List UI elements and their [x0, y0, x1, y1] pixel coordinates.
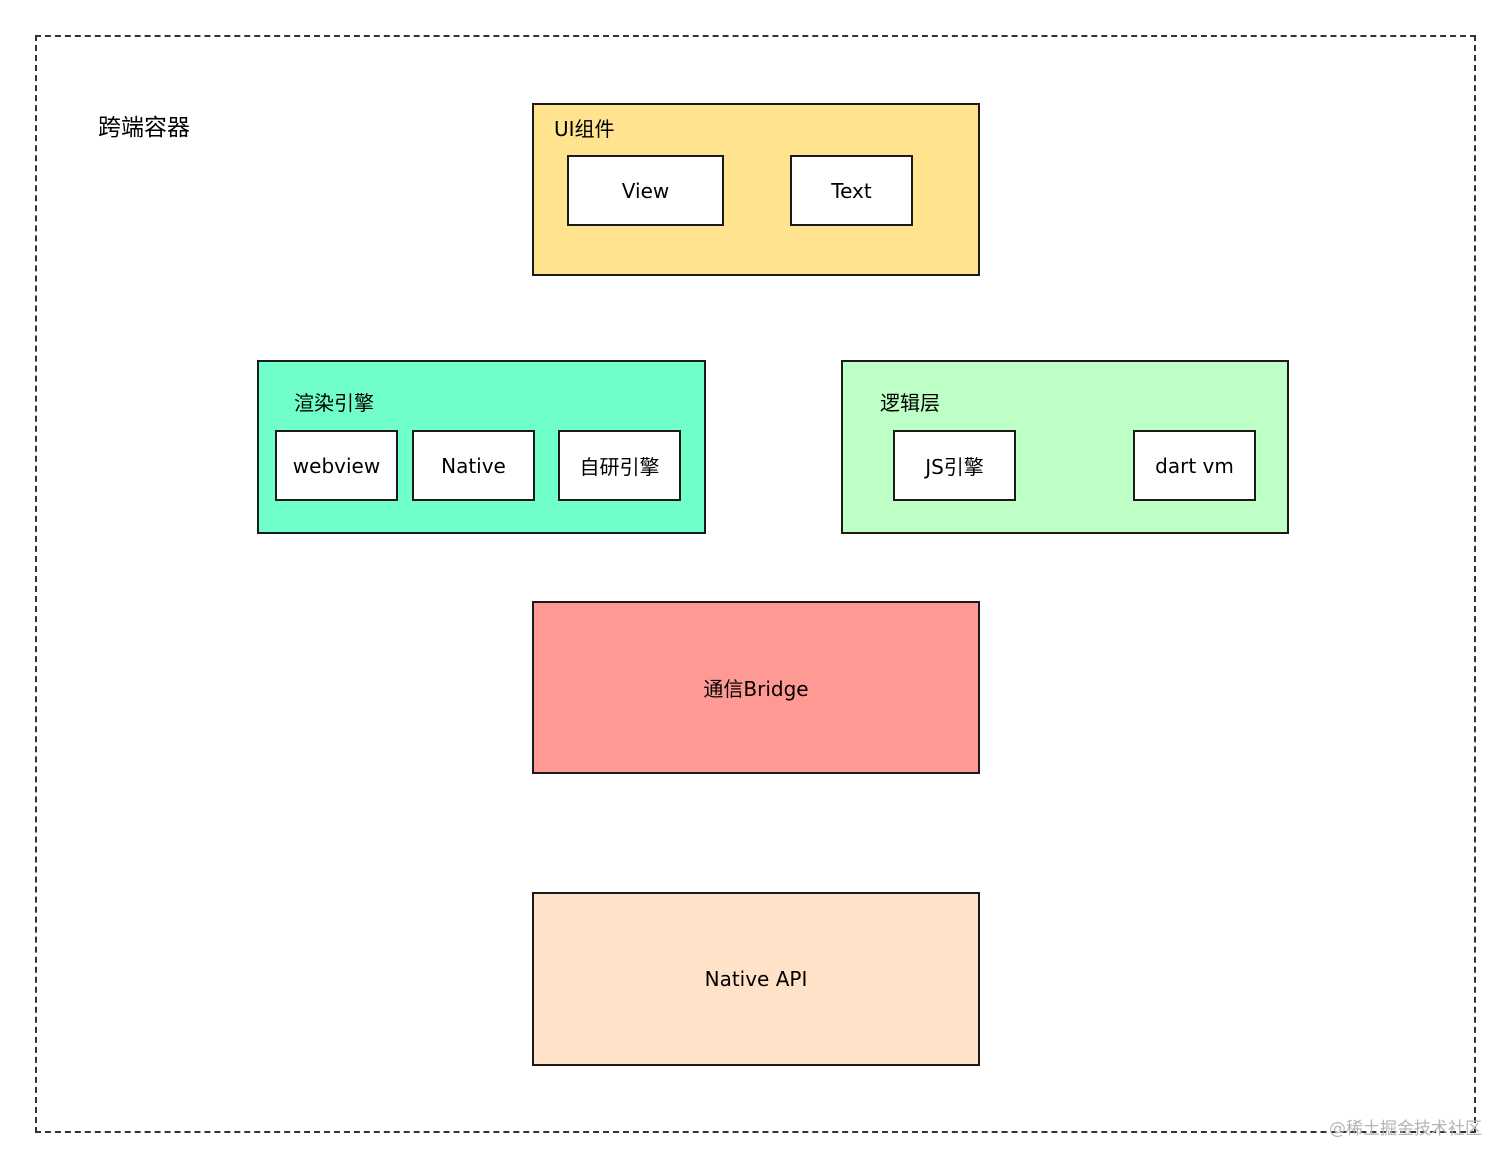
native-node: Native	[412, 430, 535, 501]
logic-layer-label: 逻辑层	[880, 391, 940, 415]
render-engine-label: 渲染引擎	[294, 391, 374, 415]
custom-engine-node: 自研引擎	[558, 430, 681, 501]
text-node: Text	[790, 155, 913, 226]
ui-components-label: UI组件	[554, 117, 615, 141]
webview-node: webview	[275, 430, 398, 501]
bridge-block: 通信Bridge	[532, 601, 980, 774]
ui-components-group: UI组件 View Text	[532, 103, 980, 276]
cross-platform-container-border	[35, 35, 1476, 1133]
js-engine-node: JS引擎	[893, 430, 1016, 501]
dart-vm-node: dart vm	[1133, 430, 1256, 501]
container-title: 跨端容器	[98, 115, 190, 141]
logic-layer-group: 逻辑层 JS引擎 dart vm	[841, 360, 1289, 534]
native-api-block: Native API	[532, 892, 980, 1066]
render-engine-group: 渲染引擎 webview Native 自研引擎	[257, 360, 706, 534]
watermark: @稀土掘金技术社区	[1329, 1119, 1482, 1139]
view-node: View	[567, 155, 724, 226]
